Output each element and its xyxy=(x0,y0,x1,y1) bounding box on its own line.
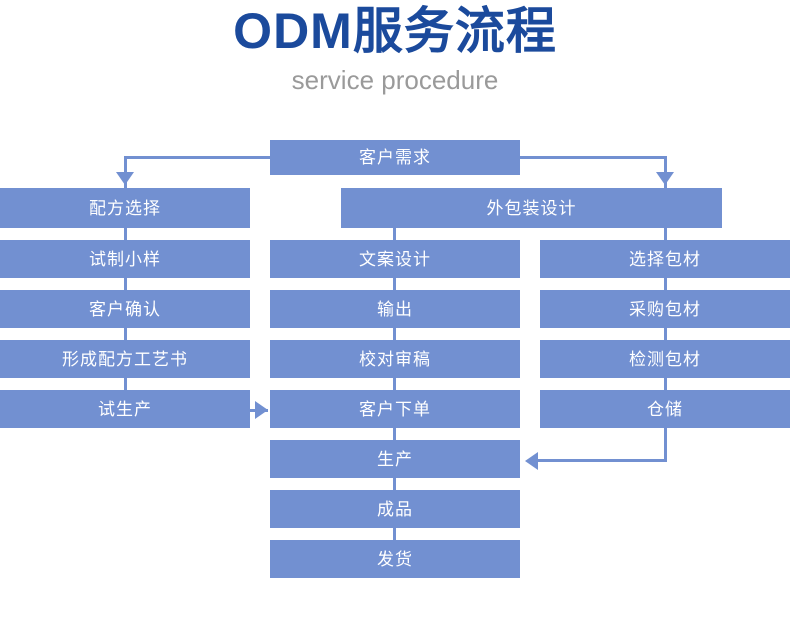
connector-formula-4 xyxy=(124,378,127,390)
node-proofreading[interactable]: 校对审稿 xyxy=(270,340,520,378)
connector-storage-to-production xyxy=(538,459,667,462)
node-customer-order[interactable]: 客户下单 xyxy=(270,390,520,428)
connector-design-1 xyxy=(393,278,396,290)
arrow-left-to-production-icon xyxy=(525,452,538,470)
node-label: 试制小样 xyxy=(89,249,161,269)
node-label: 客户下单 xyxy=(359,399,431,419)
node-label: 配方选择 xyxy=(89,198,161,218)
connector-material-1 xyxy=(664,278,667,290)
node-copywriting-design[interactable]: 文案设计 xyxy=(270,240,520,278)
node-label: 输出 xyxy=(377,299,413,319)
arrow-down-to-design-icon xyxy=(656,172,674,185)
node-label: 试生产 xyxy=(98,399,152,419)
connector-material-2 xyxy=(664,328,667,340)
node-production[interactable]: 生产 xyxy=(270,440,520,478)
page-title: ODM服务流程 xyxy=(233,3,557,59)
connector-start-to-right xyxy=(519,156,667,159)
node-label: 客户需求 xyxy=(359,148,431,167)
node-trial-sample[interactable]: 试制小样 xyxy=(0,240,250,278)
node-label: 客户确认 xyxy=(89,299,161,319)
node-label: 仓储 xyxy=(647,399,683,419)
connector-design-2 xyxy=(393,328,396,340)
node-label: 生产 xyxy=(377,449,413,469)
connector-production-to-product xyxy=(393,478,396,490)
node-formula-process-doc[interactable]: 形成配方工艺书 xyxy=(0,340,250,378)
connector-formula-3 xyxy=(124,328,127,340)
node-label: 形成配方工艺书 xyxy=(62,349,188,369)
connector-start-to-left xyxy=(124,156,274,159)
connector-material-3 xyxy=(664,378,667,390)
page-subtitle: service procedure xyxy=(291,65,499,95)
page-header: ODM服务流程 service procedure xyxy=(0,0,790,125)
node-inspect-packaging[interactable]: 检测包材 xyxy=(540,340,790,378)
node-finished-product[interactable]: 成品 xyxy=(270,490,520,528)
node-label: 成品 xyxy=(377,499,413,519)
node-label: 文案设计 xyxy=(359,249,431,269)
node-formula-selection[interactable]: 配方选择 xyxy=(0,188,250,228)
node-purchase-packaging[interactable]: 采购包材 xyxy=(540,290,790,328)
arrow-down-to-formula-icon xyxy=(116,172,134,185)
node-customer-requirement[interactable]: 客户需求 xyxy=(270,140,520,175)
connector-design-3 xyxy=(393,378,396,390)
connector-design-head xyxy=(393,228,396,240)
connector-formula-1 xyxy=(124,228,127,240)
connector-order-to-production xyxy=(393,428,396,440)
node-label: 检测包材 xyxy=(629,349,701,369)
node-customer-confirm[interactable]: 客户确认 xyxy=(0,290,250,328)
node-label: 选择包材 xyxy=(629,249,701,269)
arrow-right-to-order-icon xyxy=(255,401,268,419)
node-label: 外包装设计 xyxy=(486,198,577,218)
connector-formula-2 xyxy=(124,278,127,290)
node-outer-package-design[interactable]: 外包装设计 xyxy=(341,188,722,228)
node-output[interactable]: 输出 xyxy=(270,290,520,328)
node-shipment[interactable]: 发货 xyxy=(270,540,520,578)
node-label: 发货 xyxy=(377,549,413,569)
node-storage[interactable]: 仓储 xyxy=(540,390,790,428)
node-trial-production[interactable]: 试生产 xyxy=(0,390,250,428)
node-label: 校对审稿 xyxy=(359,349,431,369)
connector-storage-drop xyxy=(664,428,667,462)
node-label: 采购包材 xyxy=(629,299,701,319)
connector-material-head xyxy=(664,228,667,240)
node-select-packaging[interactable]: 选择包材 xyxy=(540,240,790,278)
connector-product-to-ship xyxy=(393,528,396,540)
